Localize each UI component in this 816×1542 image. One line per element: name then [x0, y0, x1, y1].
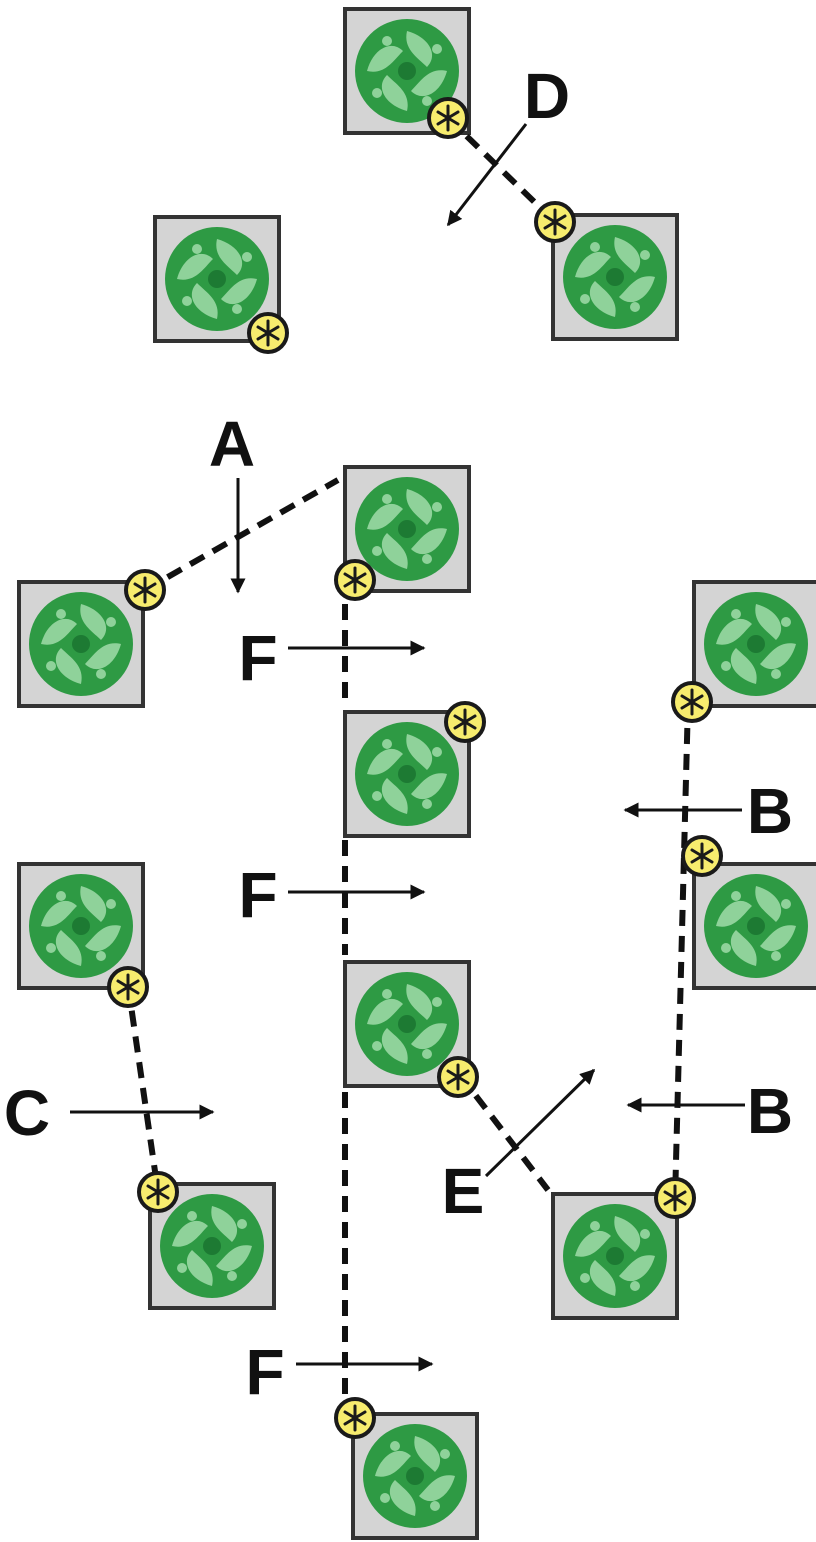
- asterisk-marker-icon: [671, 681, 713, 723]
- tile-icon: [692, 580, 816, 708]
- label-a: A: [209, 408, 255, 480]
- tile-icon: [351, 1412, 479, 1540]
- arrow-e: [484, 1068, 596, 1178]
- asterisk-marker-icon: [444, 701, 486, 743]
- tile-icon: [551, 1192, 679, 1320]
- asterisk-marker-icon: [334, 1397, 376, 1439]
- dashed-connector: [125, 984, 161, 1193]
- label-c: C: [4, 1077, 50, 1149]
- tile-icon: [17, 580, 145, 708]
- tile-icon: [692, 862, 816, 990]
- asterisk-marker-icon: [437, 1056, 479, 1098]
- asterisk-marker-icon: [247, 312, 289, 354]
- asterisk-marker-icon: [534, 201, 576, 243]
- asterisk-marker-icon: [681, 835, 723, 877]
- asterisk-marker-icon: [124, 569, 166, 611]
- asterisk-marker-icon: [137, 1171, 179, 1213]
- label-d: D: [524, 60, 570, 132]
- label-b: B: [747, 775, 793, 847]
- arrow-d: [446, 123, 528, 227]
- dashed-connector: [672, 701, 691, 1201]
- label-f: F: [245, 1336, 284, 1408]
- dashed-connector: [143, 477, 340, 593]
- label-e: E: [442, 1155, 485, 1227]
- asterisk-marker-icon: [654, 1177, 696, 1219]
- label-b: B: [747, 1075, 793, 1147]
- asterisk-marker-icon: [334, 559, 376, 601]
- label-f: F: [238, 859, 277, 931]
- label-f: F: [238, 622, 277, 694]
- asterisk-marker-icon: [107, 966, 149, 1008]
- asterisk-marker-icon: [427, 97, 469, 139]
